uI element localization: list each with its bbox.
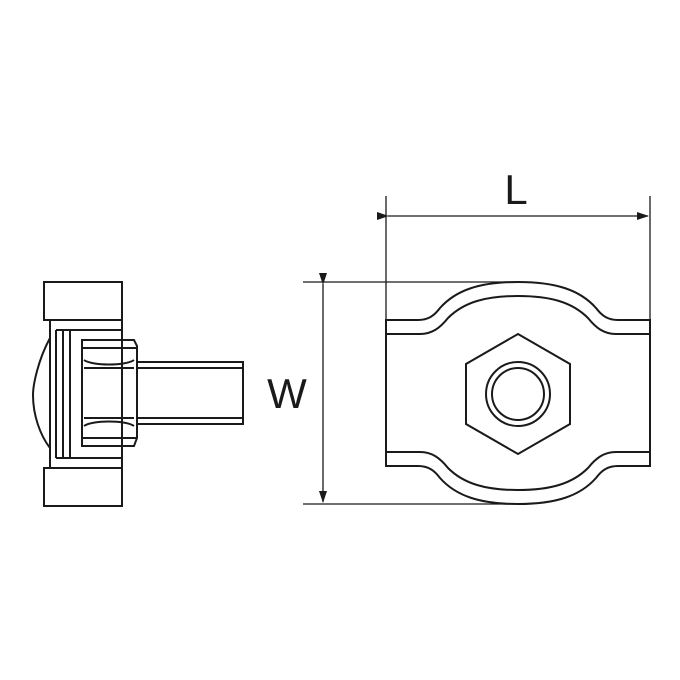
front-view-upper-saddle <box>386 294 650 335</box>
side-view-top-block <box>43 281 123 321</box>
side-view <box>31 281 244 507</box>
front-view-body-outline <box>385 280 651 506</box>
length-label: L <box>504 166 527 213</box>
side-view-bottom-block <box>43 467 123 507</box>
front-view-bolt-inner <box>491 367 545 421</box>
side-view-stud <box>136 361 244 425</box>
dimension-lines <box>303 196 651 505</box>
front-view-bolt-outer <box>485 361 551 427</box>
front-view-hex-nut <box>465 332 571 456</box>
side-view-body <box>49 319 123 469</box>
side-view-nut <box>81 339 138 447</box>
width-label: W <box>267 370 307 417</box>
front-view <box>385 280 651 506</box>
side-view-saddle-curve <box>31 337 51 449</box>
front-view-lower-saddle <box>386 451 650 492</box>
